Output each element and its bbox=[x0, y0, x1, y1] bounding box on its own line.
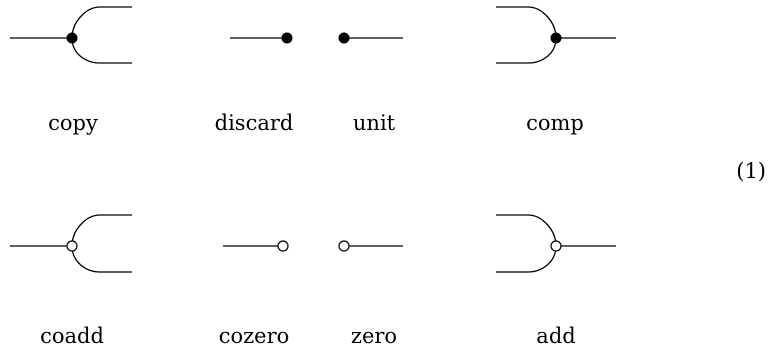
discard-label: discard bbox=[215, 111, 294, 135]
comp-node bbox=[550, 32, 562, 44]
unit-node bbox=[338, 32, 350, 44]
cozero-generator bbox=[223, 240, 289, 252]
add-label: add bbox=[536, 324, 575, 348]
unit-generator bbox=[338, 32, 403, 44]
unit-label: unit bbox=[353, 111, 396, 135]
zero-node bbox=[338, 240, 350, 252]
discard-generator bbox=[230, 32, 293, 44]
coadd-output-branches bbox=[71, 214, 132, 273]
copy-node bbox=[66, 32, 78, 44]
copy-output-branches bbox=[71, 6, 132, 64]
equation-number: (1) bbox=[736, 159, 766, 183]
coadd-label: coadd bbox=[40, 324, 104, 348]
copy-generator bbox=[10, 6, 132, 64]
coadd-node bbox=[66, 240, 78, 252]
cozero-label: cozero bbox=[219, 324, 290, 348]
zero-generator bbox=[338, 240, 403, 252]
add-input-branches bbox=[496, 214, 557, 273]
add-generator bbox=[496, 214, 616, 273]
copy-label: copy bbox=[48, 111, 98, 135]
zero-label: zero bbox=[351, 324, 397, 348]
comp-generator bbox=[496, 6, 616, 64]
cozero-node bbox=[277, 240, 289, 252]
comp-input-branches bbox=[496, 6, 557, 64]
add-node bbox=[550, 240, 562, 252]
comp-label: comp bbox=[526, 111, 584, 135]
coadd-generator bbox=[10, 214, 132, 273]
discard-node bbox=[281, 32, 293, 44]
